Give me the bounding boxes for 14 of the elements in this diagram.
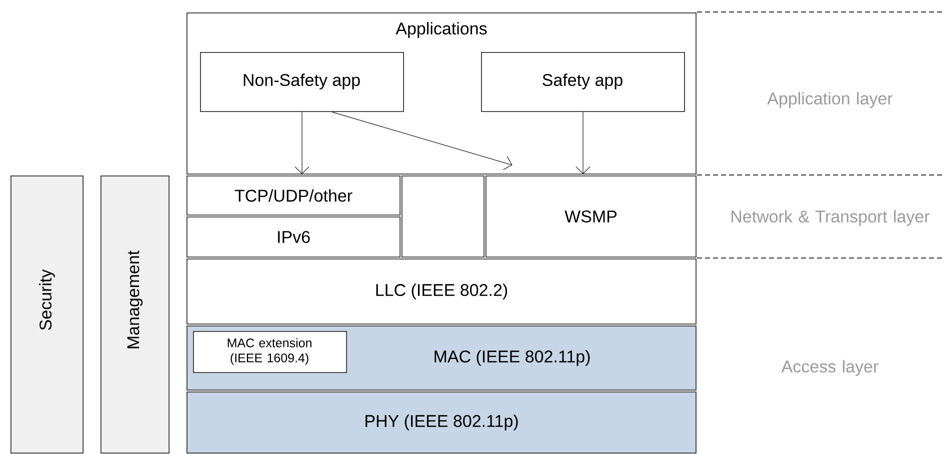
layer-label: Network & Transport layer (732, 210, 930, 226)
arrow (576, 112, 590, 174)
protocol-box: TCP/UDP/other (186, 176, 400, 216)
protocol-box: IPv6 (186, 216, 400, 258)
layer-label: Access layer (781, 360, 878, 376)
arrow (294, 112, 310, 174)
side-bar: Management (100, 176, 170, 454)
layer-label: Application layer (767, 92, 893, 108)
extension-box: MAC extension (IEEE 1609.4) (193, 330, 347, 373)
side-bar: Security (10, 176, 84, 454)
arrow (332, 112, 512, 170)
app-box: Non-Safety app (200, 52, 404, 112)
layer-box: PHY (IEEE 802.11p) (186, 391, 696, 454)
app-box: Safety app (481, 52, 685, 112)
